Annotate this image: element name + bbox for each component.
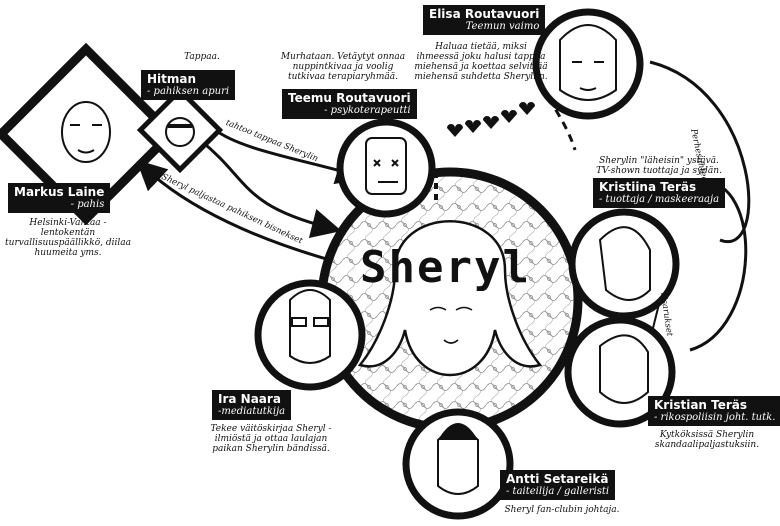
elisa-role: Teemun vaimo [465, 21, 540, 32]
ira-name-box: Ira Naara -mediatutkija [212, 390, 292, 420]
kristiina-note: Sherylin "läheisin" ystävä. TV-shown tuo… [596, 156, 722, 176]
markus-name: Markus Laine [14, 185, 105, 199]
elisa-portrait [532, 8, 644, 120]
kristiina-portrait [568, 208, 680, 320]
hitman-name-box: Hitman - pahiksen apuri [141, 70, 236, 100]
elisa-name-box: Elisa Routavuori Teemun vaimo [423, 5, 546, 35]
hitman-portrait [136, 86, 224, 174]
hitman-note: Tappaa. [184, 52, 220, 62]
antti-name: Antti Setareikä [506, 472, 609, 486]
antti-role: - taiteilija / galleristi [506, 486, 610, 497]
teemu-portrait [336, 118, 436, 218]
hitman-role: - pahiksen apuri [147, 86, 230, 97]
kristian-name-box: Kristian Teräs - rikospoliisin joht. tut… [648, 396, 780, 426]
sheryl-title: Sheryl [360, 242, 531, 293]
markus-role: - pahis [70, 199, 105, 210]
elisa-note: Haluaa tietää, miksi ihmeessä joku halus… [414, 42, 548, 82]
kristiina-role: - tuottaja / maskeeraaja [599, 194, 720, 205]
antti-note: Sheryl fan-clubin johtaja. [504, 505, 620, 515]
teemu-elisa-link [546, 97, 577, 151]
ira-portrait [254, 279, 366, 391]
teemu-role: - psykoterapeutti [324, 105, 411, 116]
hitman-name: Hitman [147, 72, 197, 86]
elisa-name: Elisa Routavuori [429, 7, 540, 21]
kristiina-name: Kristiina Teräs [599, 180, 697, 194]
kristian-portrait [564, 316, 676, 428]
kristian-note: Kytköksissä Sherylin skandaalipaljastuks… [654, 430, 760, 450]
markus-name-box: Markus Laine - pahis [8, 183, 111, 213]
hearts-decoration [447, 102, 535, 137]
antti-name-box: Antti Setareikä - taiteilija / gallerist… [500, 470, 616, 500]
ira-name: Ira Naara [218, 392, 281, 406]
hitman-teemu-link-return [199, 138, 342, 239]
kristian-name: Kristian Teräs [654, 398, 748, 412]
sheryl-face-icon [357, 220, 543, 377]
teemu-name: Teemu Routavuori [288, 91, 411, 105]
teemu-note: Murhataan. Vetäytyt onnaa nuppintkivaa j… [280, 52, 406, 82]
teemu-name-box: Teemu Routavuori - psykoterapeutti [282, 89, 417, 119]
ira-note: Tekee väitöskirjaa Sheryl - ilmiöstä ja … [210, 424, 332, 454]
markus-note: Helsinki-Vantaa - lentokentän turvallisu… [5, 218, 131, 258]
markus-portrait [0, 42, 178, 226]
kristiina-name-box: Kristiina Teräs - tuottaja / maskeeraaja [593, 178, 726, 208]
ira-role: -mediatutkija [218, 406, 286, 417]
sheryl-markus-link [136, 159, 331, 262]
antti-portrait [402, 408, 514, 520]
kristian-role: - rikospoliisin joht. tutk. [654, 412, 776, 423]
